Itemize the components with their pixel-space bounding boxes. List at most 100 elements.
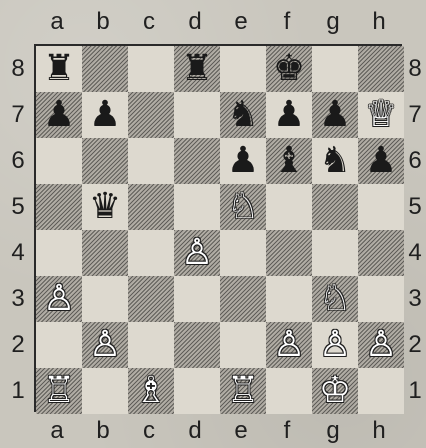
white-king-icon[interactable]: ♔ [315, 371, 355, 411]
white-pawn-icon[interactable]: ♙ [361, 325, 401, 365]
square-g4[interactable] [312, 230, 358, 276]
white-knight-icon[interactable]: ♘ [223, 187, 263, 227]
square-e1[interactable]: ♖ [220, 368, 266, 414]
square-c7[interactable] [128, 92, 174, 138]
black-pawn-icon[interactable]: ♟ [269, 95, 309, 135]
square-c3[interactable] [128, 276, 174, 322]
black-queen-icon[interactable]: ♛ [85, 187, 125, 227]
white-pawn-icon[interactable]: ♙ [85, 325, 125, 365]
square-e5[interactable]: ♘ [220, 184, 266, 230]
square-f6[interactable]: ♝ [266, 138, 312, 184]
black-pawn-icon[interactable]: ♟ [85, 95, 125, 135]
square-a5[interactable] [36, 184, 82, 230]
white-pawn-icon[interactable]: ♙ [39, 279, 79, 319]
black-knight-icon[interactable]: ♞ [315, 141, 355, 181]
file-label-bottom-f: f [264, 419, 310, 443]
square-e8[interactable] [220, 46, 266, 92]
square-b5[interactable]: ♛ [82, 184, 128, 230]
square-g1[interactable]: ♔ [312, 368, 358, 414]
square-h3[interactable] [358, 276, 404, 322]
square-h7[interactable]: ♕ [358, 92, 404, 138]
square-e3[interactable] [220, 276, 266, 322]
rank-label-right-6: 6 [404, 149, 426, 173]
square-g5[interactable] [312, 184, 358, 230]
square-a1[interactable]: ♖ [36, 368, 82, 414]
white-queen-icon[interactable]: ♕ [361, 95, 401, 135]
square-b2[interactable]: ♙ [82, 322, 128, 368]
square-a2[interactable] [36, 322, 82, 368]
square-d3[interactable] [174, 276, 220, 322]
square-c4[interactable] [128, 230, 174, 276]
square-h2[interactable]: ♙ [358, 322, 404, 368]
square-f7[interactable]: ♟ [266, 92, 312, 138]
square-g3[interactable]: ♘ [312, 276, 358, 322]
square-e2[interactable] [220, 322, 266, 368]
square-c6[interactable] [128, 138, 174, 184]
square-b8[interactable] [82, 46, 128, 92]
square-a3[interactable]: ♙ [36, 276, 82, 322]
white-pawn-icon[interactable]: ♙ [269, 325, 309, 365]
white-knight-icon[interactable]: ♘ [315, 279, 355, 319]
square-h8[interactable] [358, 46, 404, 92]
square-c1[interactable]: ♗ [128, 368, 174, 414]
black-bishop-icon[interactable]: ♝ [269, 141, 309, 181]
square-e6[interactable]: ♟ [220, 138, 266, 184]
square-c8[interactable] [128, 46, 174, 92]
square-d4[interactable]: ♙ [174, 230, 220, 276]
black-pawn-icon[interactable]: ♟ [361, 141, 401, 181]
square-d1[interactable] [174, 368, 220, 414]
square-g7[interactable]: ♟ [312, 92, 358, 138]
rank-label-left-1: 1 [7, 379, 29, 403]
black-rook-icon[interactable]: ♜ [177, 49, 217, 89]
white-rook-icon[interactable]: ♖ [39, 371, 79, 411]
square-a8[interactable]: ♜ [36, 46, 82, 92]
square-c5[interactable] [128, 184, 174, 230]
black-pawn-icon[interactable]: ♟ [39, 95, 79, 135]
square-e7[interactable]: ♞ [220, 92, 266, 138]
square-f2[interactable]: ♙ [266, 322, 312, 368]
white-bishop-icon[interactable]: ♗ [131, 371, 171, 411]
square-d6[interactable] [174, 138, 220, 184]
file-label-top-d: d [172, 10, 218, 34]
square-f1[interactable] [266, 368, 312, 414]
square-b1[interactable] [82, 368, 128, 414]
file-label-top-f: f [264, 10, 310, 34]
square-f4[interactable] [266, 230, 312, 276]
black-king-icon[interactable]: ♚ [269, 49, 309, 89]
square-b3[interactable] [82, 276, 128, 322]
file-label-top-h: h [356, 10, 402, 34]
white-rook-icon[interactable]: ♖ [223, 371, 263, 411]
square-a4[interactable] [36, 230, 82, 276]
square-a7[interactable]: ♟ [36, 92, 82, 138]
square-d5[interactable] [174, 184, 220, 230]
rank-label-right-7: 7 [404, 103, 426, 127]
square-g2[interactable]: ♙ [312, 322, 358, 368]
white-pawn-icon[interactable]: ♙ [315, 325, 355, 365]
square-c2[interactable] [128, 322, 174, 368]
square-a6[interactable] [36, 138, 82, 184]
rank-label-left-6: 6 [7, 149, 29, 173]
square-f5[interactable] [266, 184, 312, 230]
square-h4[interactable] [358, 230, 404, 276]
black-pawn-icon[interactable]: ♟ [223, 141, 263, 181]
square-h6[interactable]: ♟ [358, 138, 404, 184]
square-b6[interactable] [82, 138, 128, 184]
square-e4[interactable] [220, 230, 266, 276]
rank-label-right-4: 4 [404, 241, 426, 265]
square-b7[interactable]: ♟ [82, 92, 128, 138]
square-d8[interactable]: ♜ [174, 46, 220, 92]
square-d2[interactable] [174, 322, 220, 368]
black-rook-icon[interactable]: ♜ [39, 49, 79, 89]
square-h1[interactable] [358, 368, 404, 414]
square-h5[interactable] [358, 184, 404, 230]
square-g8[interactable] [312, 46, 358, 92]
black-pawn-icon[interactable]: ♟ [315, 95, 355, 135]
square-d7[interactable] [174, 92, 220, 138]
black-knight-icon[interactable]: ♞ [223, 95, 263, 135]
square-g6[interactable]: ♞ [312, 138, 358, 184]
square-b4[interactable] [82, 230, 128, 276]
square-f8[interactable]: ♚ [266, 46, 312, 92]
square-f3[interactable] [266, 276, 312, 322]
white-pawn-icon[interactable]: ♙ [177, 233, 217, 273]
